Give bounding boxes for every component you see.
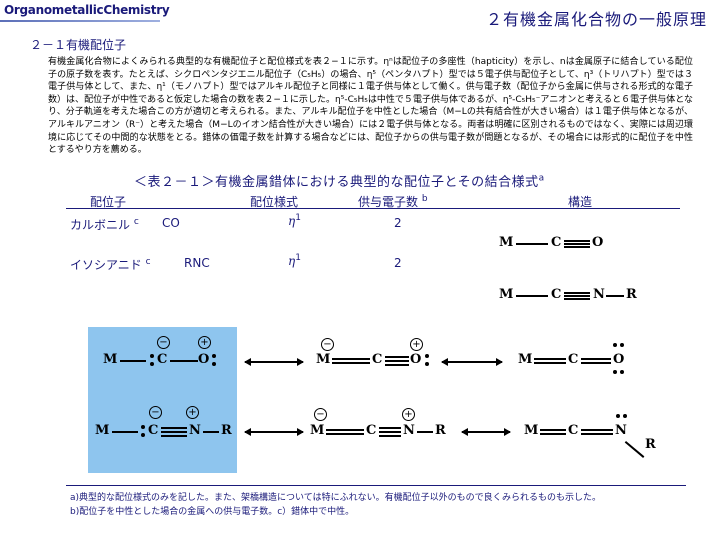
table-title: ＜表２－１＞有機金属錯体における典型的な配位子とその結合様式a	[134, 173, 545, 190]
highlight-box	[88, 327, 237, 473]
brand-logo: OrganometallicChemistry	[4, 3, 170, 17]
resonance-arrow	[244, 428, 304, 435]
footnote-a: a)典型的な配位様式のみを記した。また、架橋構造については特にふれない。有機配位…	[70, 493, 601, 503]
row-isocyanide-electrons: 2	[394, 256, 402, 270]
header-ligand: 配位子	[90, 195, 127, 209]
section-title: ２－１有機配位子	[30, 38, 127, 52]
row-isocyanide-mode: η1	[288, 253, 301, 268]
resonance-arrow	[461, 428, 511, 435]
row-carbonyl-formula: CO	[162, 216, 180, 230]
page-title: ２有機金属化合物の一般原理	[485, 10, 707, 29]
row-isocyanide-formula: RNC	[184, 256, 210, 270]
row-carbonyl-electrons: 2	[394, 216, 402, 230]
resonance-arrow	[244, 358, 304, 365]
header-mode: 配位様式	[250, 195, 299, 209]
row-carbonyl-mode: η1	[288, 213, 301, 228]
footnote-rule	[66, 485, 686, 486]
table-header-rule	[66, 208, 680, 209]
row-carbonyl-name: カルボニル c	[70, 217, 139, 232]
header-electrons: 供与電子数 b	[358, 194, 428, 209]
row-isocyanide-name: イソシアニド c	[70, 257, 151, 272]
body-paragraph: 有機金属化合物によくみられる典型的な有機配位子と配位様式を表２−１に示す。ηⁿは…	[48, 57, 693, 156]
resonance-arrow	[441, 358, 503, 365]
header-structure: 構造	[568, 195, 593, 209]
brand-underline	[0, 20, 160, 22]
footnote-b: b)配位子を中性とした場合の金属への供与電子数。c）錯体中で中性。	[70, 507, 355, 517]
